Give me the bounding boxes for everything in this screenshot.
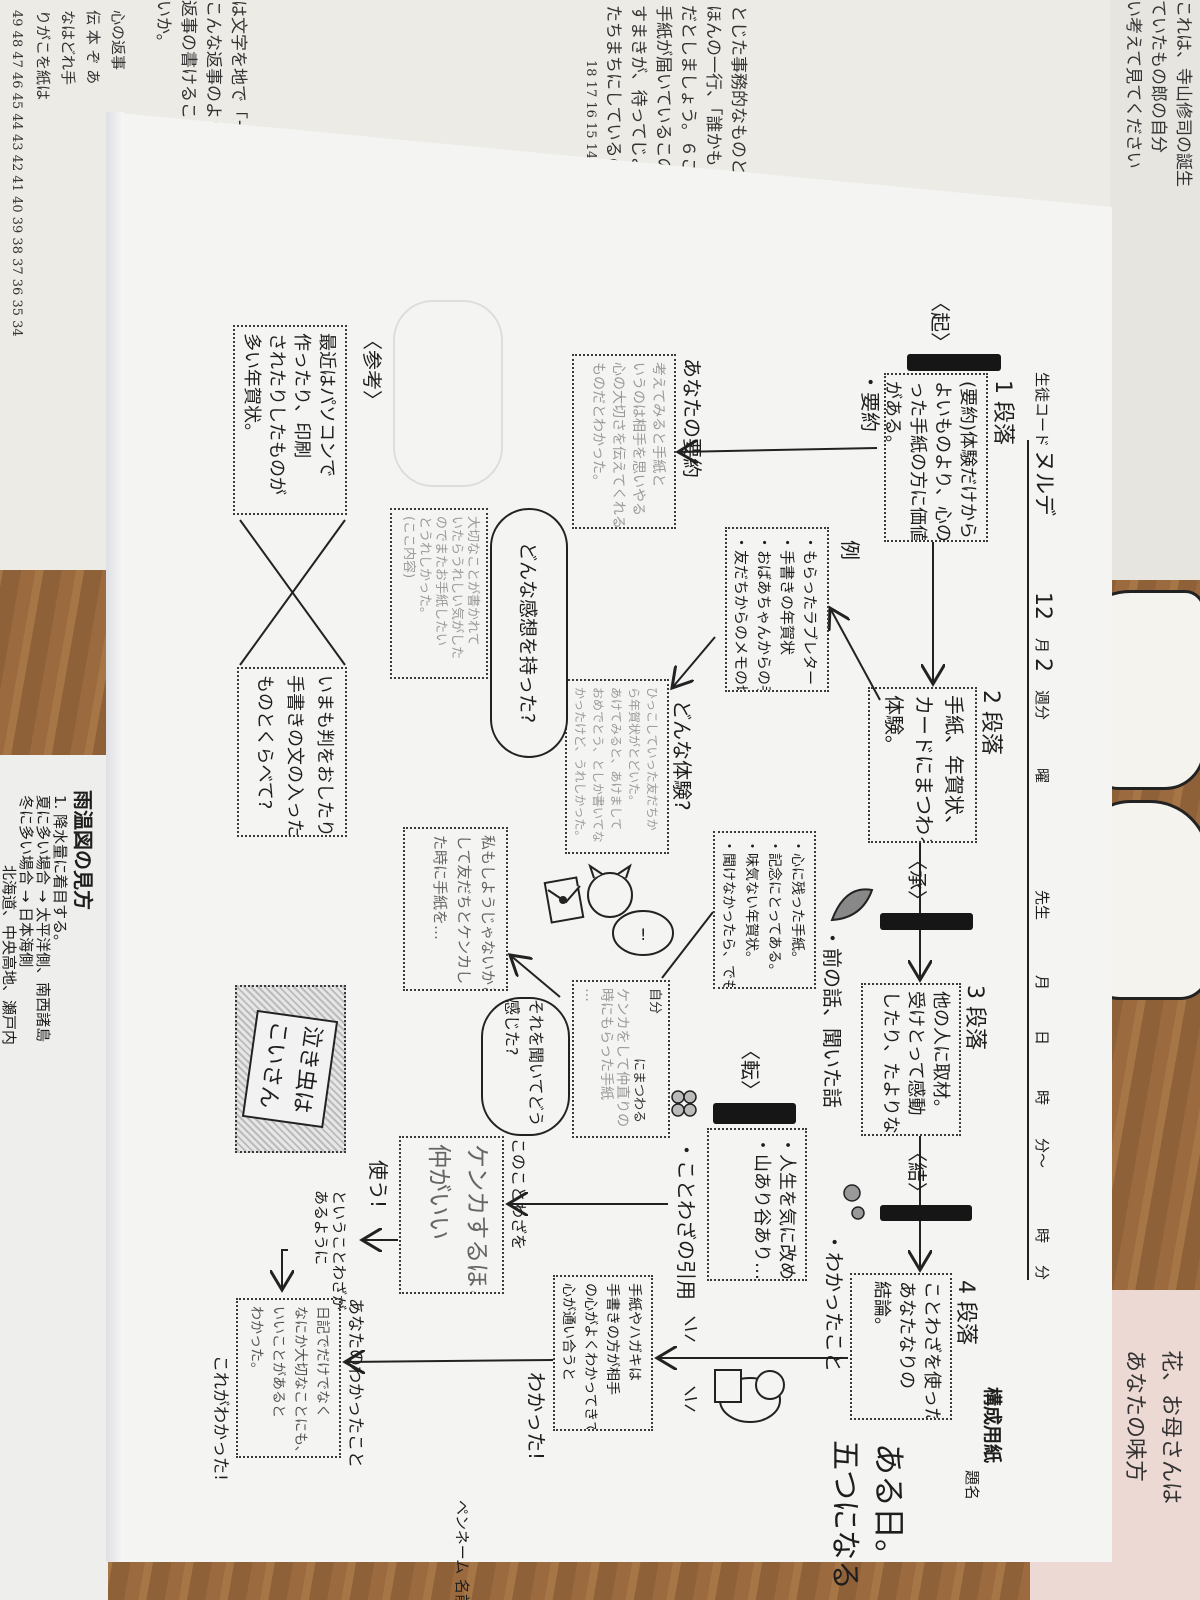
book-page-right bbox=[1110, 0, 1200, 580]
compare-box: いまも判をおしたり、手書きの文の入ったものとくらべて? bbox=[237, 667, 347, 837]
minute-label: 分～ bbox=[1033, 1138, 1051, 1169]
your-summary-label: あなたの要約 bbox=[680, 358, 704, 478]
tab-bar-3 bbox=[713, 1103, 796, 1124]
this-proverb-label: このことわざを bbox=[509, 1138, 528, 1251]
diary-box: 日記でだけでなくなにか大切なことにも、いいことがあるとわかった。 bbox=[236, 1298, 341, 1458]
understood-label: わかった! bbox=[524, 1372, 548, 1461]
use-label: 使う! bbox=[366, 1160, 390, 1209]
learned-box: 手紙やハガキは手書きの方が相手の心がよくわかってきて心が通い合うと bbox=[553, 1275, 653, 1431]
p3-box: 他の人に取材。受けとって感動したり、たよりない… bbox=[861, 983, 961, 1136]
week-label: 週分 bbox=[1033, 690, 1051, 721]
book-left-column: 心の返事伝 本 ぞ あなはどれ手りがこを紙は bbox=[34, 10, 127, 101]
self-box: 自分 にまつわる ケンカをして仲直りの時にもらった手紙… bbox=[572, 980, 670, 1138]
note-line: 花、お母さんは bbox=[1158, 1350, 1183, 1505]
cross-line-2 bbox=[239, 519, 346, 666]
faint-cloud bbox=[393, 300, 503, 487]
p4-label: 4 段落 bbox=[953, 1280, 978, 1345]
arrow-p2-to-examples bbox=[830, 608, 881, 701]
weather-content: 1. 降水量に着目する。 夏に多い場合 → 太平洋側、南西諸島 冬に多い場合 →… bbox=[0, 795, 69, 1046]
note-line: あなたの味方 bbox=[1122, 1350, 1147, 1483]
tab-label-4: 〈結〉 bbox=[905, 1142, 929, 1202]
tab-bar-2 bbox=[880, 913, 973, 930]
tab-bar-4 bbox=[880, 1205, 972, 1221]
proverb-quote-label: ・ことわざの引用 bbox=[674, 1140, 698, 1300]
arrow-cloud-to-metoo bbox=[510, 955, 561, 998]
book-line-numbers-left: 49 48 47 46 45 44 43 42 41 40 39 38 37 3… bbox=[9, 10, 24, 337]
examples-box: ・もらったラブレター・手書きの年賀状・おばあちゃんからの手紙・友だちからのメモの… bbox=[725, 527, 829, 692]
book-text-right: これは、寺山修司の誕生ていたもの郎の自分い考えて見てください bbox=[1123, 0, 1193, 187]
impression-question-cloud: どんな感想を持った? bbox=[490, 508, 568, 758]
line-memorable-to-self bbox=[661, 911, 714, 979]
arrow-p1-to-summary bbox=[678, 448, 878, 452]
week-value: 2 bbox=[1030, 658, 1055, 672]
form-title: 構成用紙 bbox=[981, 1387, 1003, 1464]
weather-worksheet: 雨温図の見方 1. 降水量に着目する。 夏に多い場合 → 太平洋側、南西諸島 冬… bbox=[0, 755, 108, 1600]
sheet-edge bbox=[106, 112, 124, 1562]
learned-label: ・わかったこと bbox=[822, 1232, 846, 1372]
p2-box: 手紙、年賀状、カードにまつわる体験。 bbox=[868, 687, 977, 843]
date-month-label: 月 bbox=[1033, 975, 1051, 991]
book-line-numbers-top: 18 17 16 15 14 13 bbox=[583, 60, 598, 180]
me-too-box: 私もしようじゃないかとして友だちとケンカした時に手紙を… bbox=[403, 827, 508, 991]
book-page-left bbox=[0, 0, 112, 570]
tab-bar-1 bbox=[907, 354, 1001, 371]
earlier-story-label: ・前の話、聞いた話 bbox=[820, 928, 844, 1108]
student-code-value: ヌルデ bbox=[1031, 450, 1056, 517]
hour-label-2: 時 bbox=[1033, 1228, 1051, 1244]
student-code-label: 生徒コード bbox=[1033, 372, 1051, 448]
essay-title-line2: 五つになる bbox=[827, 1440, 862, 1590]
feel-question-cloud: それを聞いてどう感じた? bbox=[481, 997, 570, 1136]
life-box: ・人生を気に改めて・山あり谷あり… bbox=[707, 1128, 807, 1281]
got-it-label: これがわかった! bbox=[210, 1355, 230, 1481]
p2-label: 2 段落 bbox=[978, 690, 1003, 755]
date-day-label: 日 bbox=[1033, 1030, 1051, 1046]
picture-sign: 泣き虫はこいさん bbox=[241, 1009, 339, 1129]
p3-label: 3 段落 bbox=[962, 985, 987, 1050]
memorable-box: ・心に残った手紙。・記念にとってある。・味気ない年賀状。・聞けなかったら、でもし… bbox=[713, 831, 816, 989]
example-label: 例 bbox=[838, 540, 862, 560]
summary-note: ・要約 bbox=[858, 372, 882, 432]
p1-box: (要約)体験だけからよいものより、心のこもった手紙の方に価値がある。 bbox=[884, 373, 988, 542]
experience-box: ひっこしていった友だちから年賀状がとどいた。あけてみると、あけましておめでとう、… bbox=[565, 679, 669, 854]
impression-box: 大切なことが書かれていたらうれしい気がしたのでまたお手紙したいとうれしかった。(… bbox=[390, 508, 488, 679]
p4-box: ことわざを使ったあなたなりの結論。 bbox=[850, 1273, 952, 1420]
tab-label-1: 〈起〉 bbox=[928, 292, 952, 352]
teacher-label: 先生 bbox=[1033, 890, 1051, 921]
reference-label: 〈参考〉 bbox=[360, 330, 384, 410]
tab-label-2: 〈承〉 bbox=[905, 850, 929, 910]
essay-title-line1: ある日。 bbox=[870, 1443, 908, 1572]
your-learning-label: あなたのわかったこと bbox=[345, 1298, 365, 1468]
weather-title: 雨温図の見方 bbox=[71, 790, 95, 910]
picture-box: 泣き虫はこいさん bbox=[235, 985, 346, 1153]
month-value: 12 bbox=[1030, 592, 1055, 620]
weekday-label: 曜 bbox=[1033, 768, 1051, 784]
tab-label-3: 〈転〉 bbox=[738, 1040, 762, 1100]
header-line bbox=[1027, 440, 1029, 1280]
hour-label: 時 bbox=[1033, 1090, 1051, 1106]
summary-box: 考えてみると手紙というのは相手を思いやる心の大切さを伝えてくれるものだとわかった… bbox=[572, 354, 676, 529]
as-saying-label: ということわざがあるように bbox=[312, 1190, 348, 1311]
arrow-saying-to-diary bbox=[282, 1249, 288, 1290]
month-label: 月 bbox=[1033, 638, 1051, 654]
composition-worksheet bbox=[108, 112, 1112, 1562]
p1-label: 1 段落 bbox=[990, 380, 1015, 445]
title-label: 題名 bbox=[963, 1470, 981, 1501]
pen-name-label: ペンネーム 名前 bbox=[453, 1500, 471, 1600]
reference-box: 最近はパソコンで作ったり、印刷されたりしたものが多い年賀状。 bbox=[233, 325, 347, 515]
proverb-box: ケンカするほど仲がいい bbox=[399, 1136, 504, 1294]
arrow-examples-to-experience bbox=[672, 636, 716, 688]
minute-label-2: 分 bbox=[1033, 1265, 1051, 1281]
arrow-learned-to-diary bbox=[345, 1360, 554, 1362]
what-experience-label: どんな体験? bbox=[670, 700, 694, 811]
